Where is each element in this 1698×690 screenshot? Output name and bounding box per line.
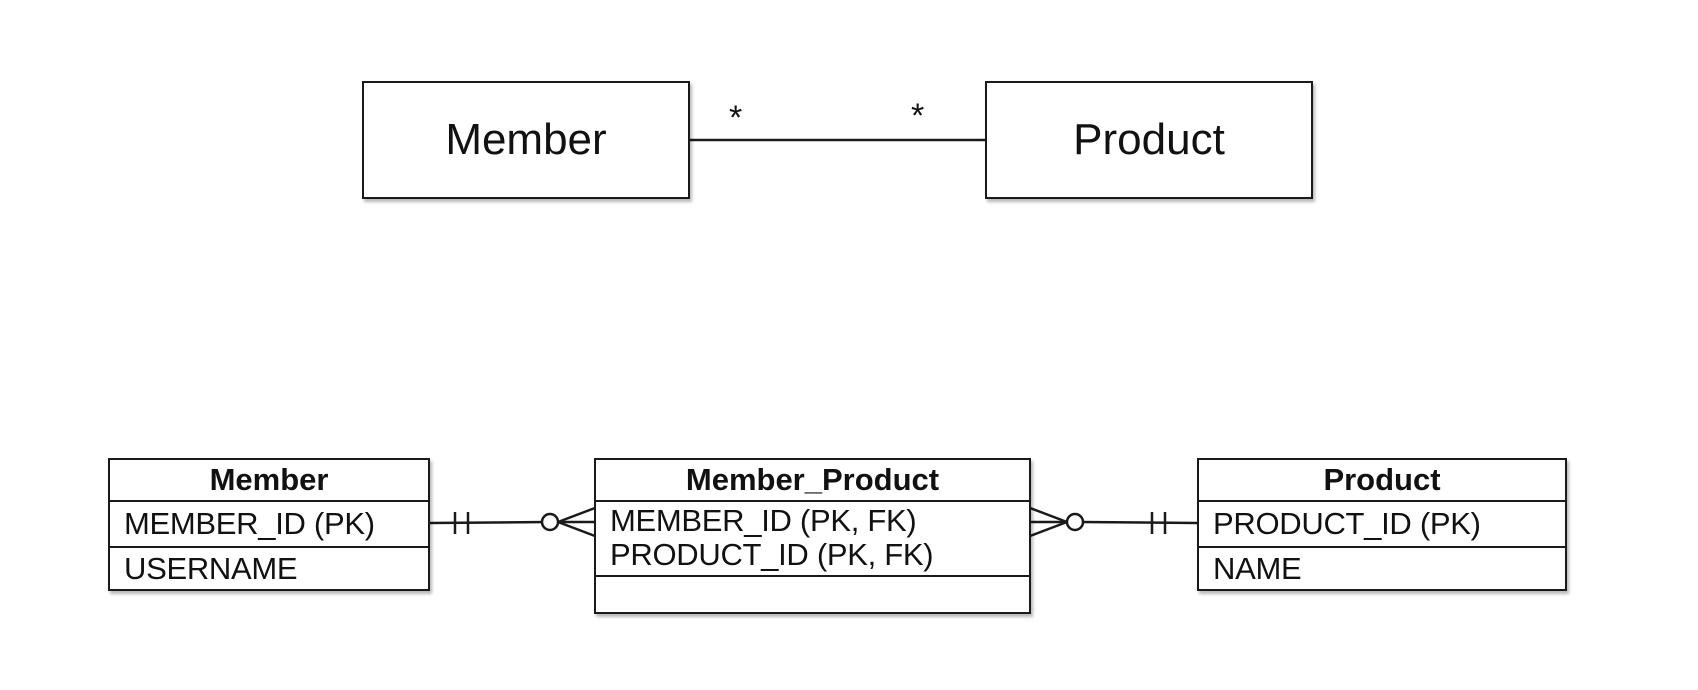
relation-product-member-product: [1029, 506, 1198, 538]
entity-title: Member: [110, 460, 428, 502]
zero-circle-icon: [540, 512, 560, 532]
crow-foot-icon: [557, 520, 596, 538]
crow-foot-icon: [1029, 506, 1068, 524]
column-name: NAME: [1199, 546, 1565, 589]
column-member-id: MEMBER_ID (PK, FK): [610, 503, 917, 538]
entity-member: Member MEMBER_ID (PK) USERNAME: [108, 458, 430, 591]
multiplicity-left: *: [729, 99, 743, 137]
column-member-id: MEMBER_ID (PK): [124, 506, 375, 541]
relation-member-member-product: [429, 506, 596, 538]
entity-title: Product: [1199, 460, 1565, 502]
column-product-id: PRODUCT_ID (PK): [1213, 506, 1481, 541]
crow-foot-icon: [557, 506, 596, 524]
column-username: USERNAME: [110, 546, 428, 589]
column-product-id: PRODUCT_ID (PK, FK): [610, 537, 934, 572]
class-member-label: Member: [445, 115, 607, 164]
relation-line: [1079, 520, 1198, 525]
class-member-box: Member: [362, 81, 690, 199]
entity-product: Product PRODUCT_ID (PK) NAME: [1197, 458, 1567, 591]
entity-title: Member_Product: [596, 460, 1029, 502]
multiplicity-right: *: [911, 97, 925, 135]
crow-foot-icon: [1029, 520, 1068, 538]
class-product-label: Product: [1073, 115, 1225, 164]
entity-member-product: Member_Product MEMBER_ID (PK, FK) PRODUC…: [594, 458, 1031, 614]
class-product-box: Product: [985, 81, 1313, 199]
attribute-section: [596, 577, 1029, 610]
primary-key-section: MEMBER_ID (PK, FK) PRODUCT_ID (PK, FK): [596, 502, 1029, 577]
relation-line: [429, 520, 549, 525]
zero-circle-icon: [1065, 512, 1085, 532]
